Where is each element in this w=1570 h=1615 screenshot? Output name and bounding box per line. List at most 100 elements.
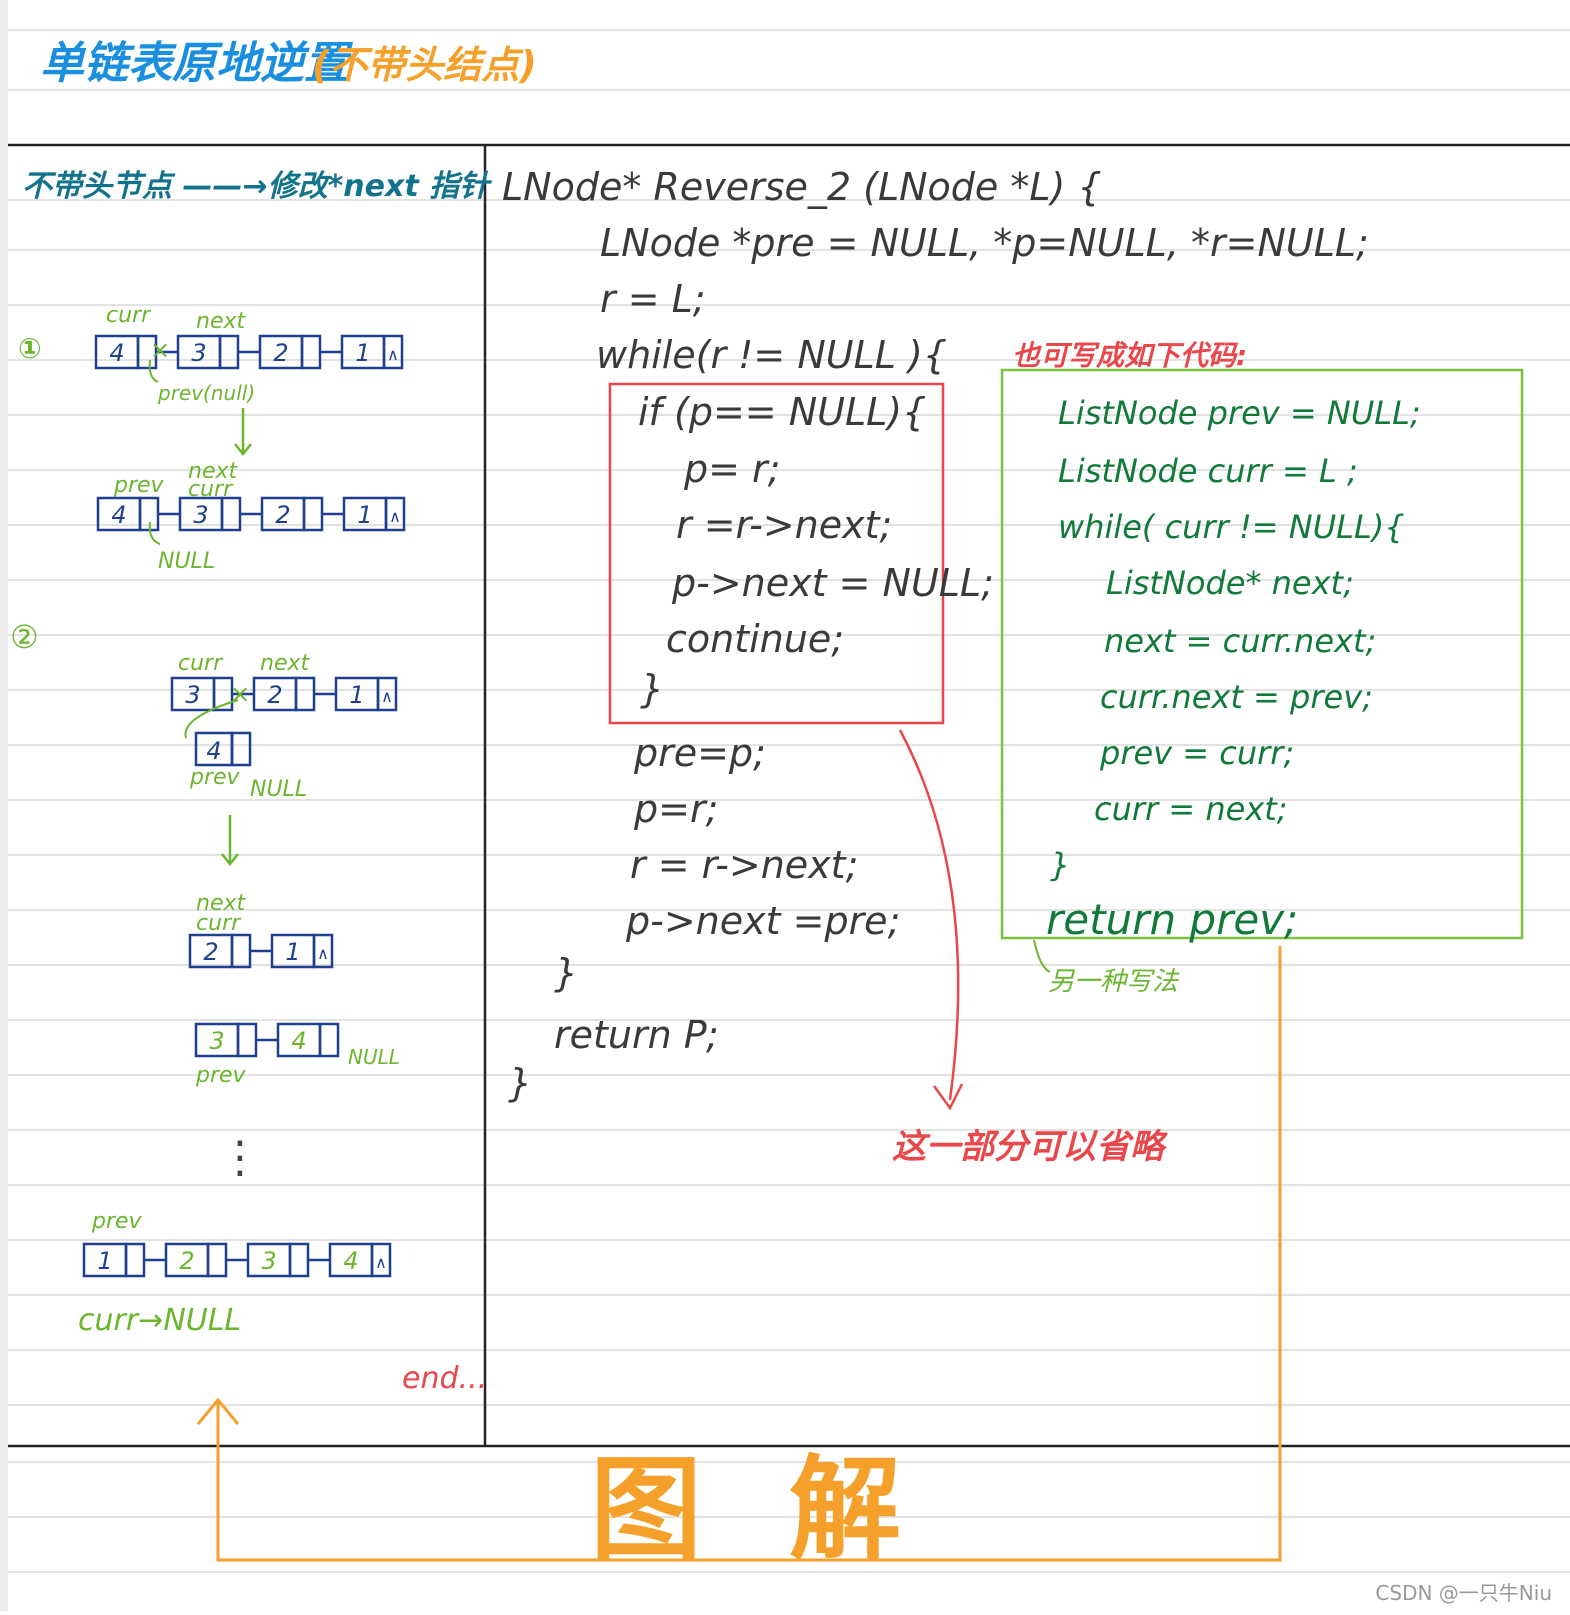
after-line-3: r = r->next; bbox=[630, 843, 858, 887]
list-node: 1∧ bbox=[336, 678, 396, 710]
list-node: 1∧ bbox=[342, 336, 402, 368]
list-node-value: 2 bbox=[203, 938, 218, 966]
code-line-3: r = L; bbox=[600, 277, 706, 321]
label-curr-4: curr bbox=[196, 911, 242, 936]
diagram-label: 图 解 bbox=[590, 1445, 925, 1575]
watermark: CSDN @一只牛Niu bbox=[1375, 1581, 1552, 1605]
list-node: 1∧ bbox=[272, 935, 332, 967]
return-line: return P; bbox=[554, 1013, 719, 1057]
close-function: } bbox=[508, 1061, 532, 1105]
list-node-value: 3 bbox=[193, 501, 208, 529]
list-node-value: 4 bbox=[109, 339, 124, 367]
null-mark: ∧ bbox=[389, 507, 401, 526]
label-prev-5: prev bbox=[195, 1063, 247, 1088]
list-node-value: 1 bbox=[349, 681, 364, 709]
after-line-2: p=r; bbox=[633, 787, 718, 831]
alt-line-4: ListNode* next; bbox=[1106, 564, 1354, 602]
label-curr-null: curr→NULL bbox=[78, 1303, 241, 1338]
close-while: } bbox=[554, 951, 578, 995]
alt-line-7: prev = curr; bbox=[1099, 734, 1294, 772]
cross-mark-3: × bbox=[230, 680, 250, 708]
label-next-3: next bbox=[260, 651, 310, 676]
list-node: 4 bbox=[278, 1024, 338, 1056]
if-line-3: r =r->next; bbox=[676, 503, 892, 547]
alt-line-5: next = curr.next; bbox=[1104, 622, 1376, 660]
code-line-1: LNode* Reverse_2 (LNode *L) { bbox=[502, 165, 1102, 209]
list-node-value: 3 bbox=[185, 681, 200, 709]
null-mark: ∧ bbox=[387, 345, 399, 364]
omit-note: 这一部分可以省略 bbox=[892, 1127, 1168, 1167]
list-node-value: 2 bbox=[273, 339, 288, 367]
null-mark: ∧ bbox=[375, 1253, 387, 1272]
label-prev-2: prev bbox=[113, 473, 165, 498]
label-prev-3: prev bbox=[189, 765, 241, 790]
list-node-value: 4 bbox=[111, 501, 126, 529]
alt-title: 也可写成如下代码: bbox=[1012, 339, 1247, 372]
list-node-value: 4 bbox=[343, 1247, 358, 1275]
label-null-5: NULL bbox=[348, 1045, 400, 1069]
if-line-2: p= r; bbox=[683, 447, 780, 491]
cross-mark-1: × bbox=[150, 336, 170, 364]
step1-marker: ① bbox=[18, 332, 42, 365]
list-node-value: 2 bbox=[267, 681, 282, 709]
list-node: 2 bbox=[254, 678, 336, 710]
label-next-1: next bbox=[196, 309, 246, 334]
node-value-single: 4 bbox=[206, 737, 221, 765]
list-node-value: 1 bbox=[285, 938, 300, 966]
list-node: 3 bbox=[178, 336, 260, 368]
page-subtitle: (不带头结点) bbox=[312, 43, 537, 87]
alt-line-6: curr.next = prev; bbox=[1100, 678, 1373, 716]
node-row-1: 4321∧ bbox=[96, 336, 402, 368]
list-node-value: 4 bbox=[291, 1027, 306, 1055]
alt-line-10: return prev; bbox=[1046, 895, 1298, 944]
list-node-value: 2 bbox=[275, 501, 290, 529]
list-node-value: 3 bbox=[209, 1027, 224, 1055]
page-title: 单链表原地逆置 bbox=[40, 38, 354, 89]
after-line-4: p->next =pre; bbox=[625, 899, 900, 943]
list-node-value: 1 bbox=[97, 1247, 112, 1275]
null-mark: ∧ bbox=[381, 687, 393, 706]
omit-arrow bbox=[900, 730, 958, 1100]
if-line-1: if (p== NULL){ bbox=[638, 390, 926, 434]
code-line-2: LNode *pre = NULL, *p=NULL, *r=NULL; bbox=[600, 221, 1369, 265]
omit-arrow-head bbox=[934, 1084, 962, 1108]
list-node-value: 1 bbox=[357, 501, 372, 529]
alt-line-1: ListNode prev = NULL; bbox=[1058, 394, 1421, 432]
ellipsis-dots: ⋮ bbox=[218, 1132, 262, 1183]
alt-note: 另一种写法 bbox=[1048, 967, 1180, 997]
after-line-1: pre=p; bbox=[633, 731, 766, 775]
list-node: 2 bbox=[166, 1244, 248, 1276]
step2-marker: ② bbox=[10, 618, 39, 656]
list-node-value: 1 bbox=[355, 339, 370, 367]
list-node: 2 bbox=[260, 336, 342, 368]
left-edge bbox=[0, 0, 8, 1611]
label-curr-3: curr bbox=[178, 651, 224, 676]
alt-line-2: ListNode curr = L ; bbox=[1058, 452, 1358, 490]
list-node: 1 bbox=[84, 1244, 166, 1276]
if-line-4: p->next = NULL; bbox=[671, 561, 994, 605]
alt-line-9: } bbox=[1050, 846, 1070, 884]
list-node: 4∧ bbox=[330, 1244, 390, 1276]
list-node-value: 3 bbox=[261, 1247, 276, 1275]
if-line-5: continue; bbox=[666, 617, 844, 661]
label-null-3: NULL bbox=[250, 777, 307, 802]
left-heading: 不带头节点 ——→修改*next 指针 bbox=[22, 169, 493, 204]
list-node-value: 2 bbox=[179, 1247, 194, 1275]
label-prev-null: prev(null) bbox=[157, 381, 255, 405]
label-null-2: NULL bbox=[158, 549, 215, 574]
list-node: 3 bbox=[248, 1244, 330, 1276]
node-row-6: 1234∧ bbox=[84, 1244, 390, 1276]
null-mark: ∧ bbox=[317, 944, 329, 963]
label-end: end... bbox=[402, 1361, 487, 1396]
label-curr-1: curr bbox=[106, 303, 152, 328]
list-node: 3 bbox=[196, 1024, 278, 1056]
alt-line-3: while( curr != NULL){ bbox=[1058, 508, 1405, 546]
list-node: 2 bbox=[190, 935, 272, 967]
label-prev-6: prev bbox=[91, 1209, 143, 1234]
alt-line-8: curr = next; bbox=[1094, 790, 1288, 828]
